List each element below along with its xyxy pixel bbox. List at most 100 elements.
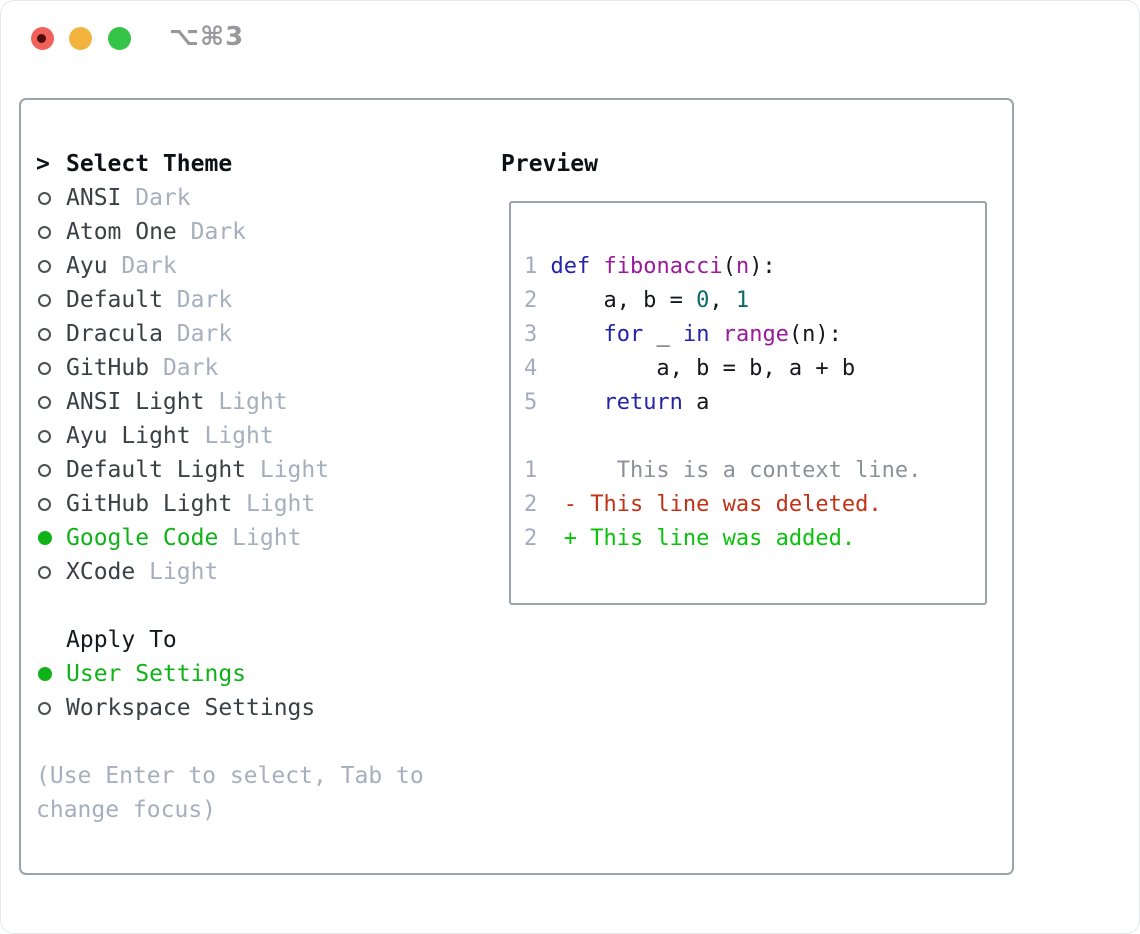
theme-list-title: Select Theme [66,151,233,177]
code-token-plain: ( [722,254,736,279]
code-token-plain [550,390,603,415]
option-label: Atom One [66,219,177,245]
option-label: Ayu Light [66,423,191,449]
apply-to-header: Apply To [36,623,424,657]
option-label: XCode [66,559,136,585]
line-number: 2 [524,526,538,551]
theme-option-dracula[interactable]: Dracula Dark [36,317,424,351]
close-button[interactable] [31,27,54,50]
preview-line: 2 a, b = 0, 1 [524,284,985,318]
window-shortcut-label: ⌥⌘3 [169,22,245,52]
radio-unselected-icon [38,293,51,307]
option-label: Workspace Settings [66,695,316,721]
preview-line: 5 return a [524,386,985,420]
radio-unselected-icon [38,327,51,341]
diff-context-line: This is a context line. [550,458,922,483]
theme-option-google-code[interactable]: Google Code Light [36,521,424,555]
radio-unselected-icon [38,191,51,205]
option-label: ANSI [66,185,122,211]
code-token-keyword: for [603,322,644,347]
theme-option-github[interactable]: GitHub Dark [36,351,424,385]
line-number: 1 [524,458,538,483]
code-token-literal: 1 [735,288,750,313]
theme-option-ansi[interactable]: ANSI Dark [36,181,424,215]
option-variant-label: Dark [107,253,177,279]
option-label: Default [66,287,163,313]
minimize-button[interactable] [69,27,92,50]
option-label: Dracula [66,321,163,347]
line-number: 3 [524,322,538,347]
preview-line: 3 for _ in range(n): [524,318,985,352]
option-label: Google Code [66,525,219,551]
theme-option-ayu[interactable]: Ayu Dark [36,249,424,283]
code-token-name: n [735,254,750,279]
radio-selected-icon [38,531,52,545]
line-number: 4 [524,356,538,381]
spacer [36,725,424,759]
option-label: Ayu [66,253,108,279]
titlebar: ⌥⌘3 [1,1,1139,76]
help-line: change focus) [36,797,217,823]
theme-option-github-light[interactable]: GitHub Light Light [36,487,424,521]
radio-selected-icon [38,667,52,681]
blank-line [524,420,985,454]
option-variant-label: Light [204,389,288,415]
option-label: ANSI Light [66,389,205,415]
code-token-plain: a, b = [550,288,697,313]
radio-unselected-icon [38,225,51,239]
code-token-plain: (n): [788,322,842,347]
code-token-keyword: return [603,390,683,415]
theme-option-xcode[interactable]: XCode Light [36,555,424,589]
line-number: 1 [524,254,538,279]
option-variant-label: Light [246,457,330,483]
apply-to-title: Apply To [66,627,177,653]
option-label: GitHub Light [66,491,233,517]
preview-line: 2 - This line was deleted. [524,488,985,522]
option-label: Default Light [66,457,247,483]
option-label: User Settings [66,661,247,687]
spacer [36,589,424,623]
zoom-button[interactable] [108,27,131,50]
theme-option-ayu-light[interactable]: Ayu Light Light [36,419,424,453]
theme-list-header: > Select Theme [36,147,424,181]
option-variant-label: Dark [121,185,191,211]
code-token-plain: a [682,390,710,415]
code-token-keyword: in [682,322,710,347]
theme-option-ansi-light[interactable]: ANSI Light Light [36,385,424,419]
preview-title: Preview [501,151,598,177]
radio-unselected-icon [38,565,51,579]
radio-unselected-icon [38,701,51,715]
code-token-literal: 0 [696,288,710,313]
code-token-plain: _ [643,322,683,347]
code-token-plain: ): [749,254,776,279]
code-token-keyword: def [550,254,591,279]
radio-unselected-icon [38,361,51,375]
theme-option-atom-one[interactable]: Atom One Dark [36,215,424,249]
diff-added-line: + This line was added. [550,526,856,551]
radio-unselected-icon [38,463,51,477]
radio-unselected-icon [38,497,51,511]
theme-option-default-light[interactable]: Default Light Light [36,453,424,487]
option-variant-label: Dark [162,287,233,313]
preview-line: 1 This is a context line. [524,454,985,488]
option-label: GitHub [66,355,150,381]
preview-line: 4 a, b = b, a + b [524,352,985,386]
apply-option-workspace-settings[interactable]: Workspace Settings [36,691,424,725]
code-token-plain: , [709,288,736,313]
apply-option-user-settings[interactable]: User Settings [36,657,424,691]
theme-option-default[interactable]: Default Dark [36,283,424,317]
option-variant-label: Dark [176,219,247,245]
option-variant-label: Light [218,525,302,551]
radio-unselected-icon [38,395,51,409]
line-number: 5 [524,390,538,415]
option-variant-label: Light [232,491,316,517]
option-variant-label: Dark [162,321,233,347]
option-variant-label: Light [135,559,219,585]
